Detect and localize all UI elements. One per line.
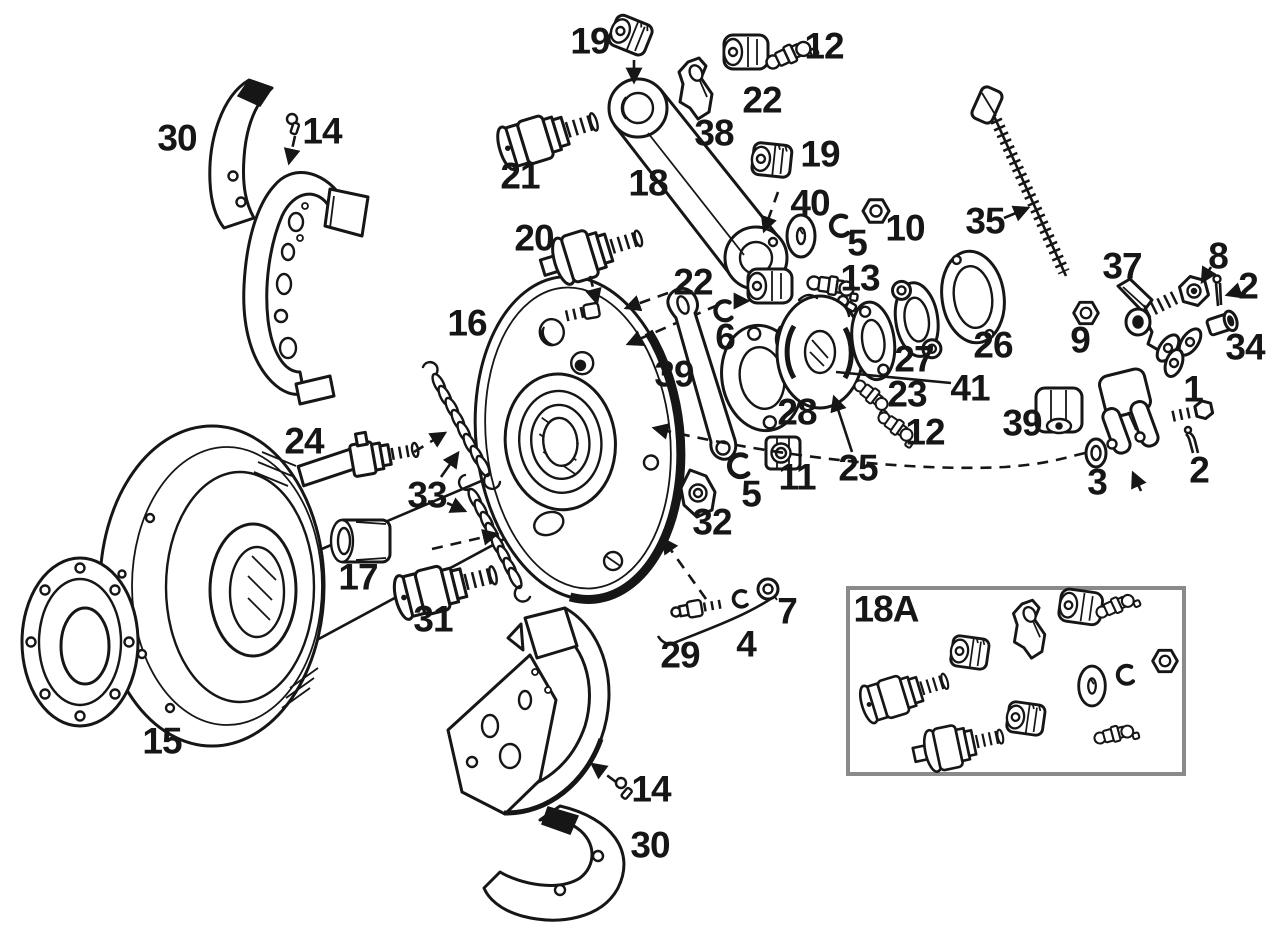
part-label-25: 25 [838, 447, 878, 489]
part-39-link [666, 286, 738, 461]
part-label-41: 41 [950, 367, 990, 409]
part-label-12-mid: 12 [905, 411, 945, 453]
part-15-brake-drum [20, 424, 546, 748]
part-label-13: 13 [840, 257, 880, 299]
part-label-22-mid: 22 [673, 261, 713, 303]
part-label-2-top: 2 [1238, 265, 1259, 307]
part-17-sleeve [329, 518, 392, 564]
part-16-backing-plate [470, 272, 686, 604]
arrow-fork [1131, 470, 1147, 492]
part-label-35: 35 [965, 200, 1005, 242]
part-label-18A: 18A [853, 588, 920, 630]
part-label-26: 26 [973, 324, 1013, 366]
leader-20 [585, 275, 602, 306]
leader-14-top [283, 135, 301, 166]
part-34-clevis-pin [1205, 309, 1239, 337]
part-label-30-bot: 30 [630, 824, 670, 866]
part-14-rivet-bottom [614, 776, 633, 800]
part-14-rivet-top [285, 112, 301, 136]
leader-41 [835, 370, 952, 385]
part-30-lining-lower [482, 804, 626, 922]
part-label-5-mid: 5 [741, 473, 762, 515]
part-35-adjusting-screw [970, 85, 1070, 277]
part-label-23: 23 [887, 373, 927, 415]
part-32-anchor-plate [679, 468, 717, 519]
part-fork-clevis [1098, 367, 1160, 455]
part-1-bolt [1171, 399, 1215, 422]
part-37-lever [1116, 277, 1203, 378]
part-label-40: 40 [790, 182, 830, 224]
part-label-14-top: 14 [302, 110, 342, 152]
part-label-38: 38 [694, 112, 734, 154]
part-label-7: 7 [777, 590, 798, 632]
part-7-nut [756, 577, 780, 601]
leader-14-bottom [589, 762, 617, 784]
part-label-30-top: 30 [157, 117, 197, 159]
arrow-33b [446, 497, 468, 513]
part-label-12-top: 12 [804, 25, 844, 67]
part-label-11: 11 [778, 456, 816, 498]
part-29-pin-group [656, 596, 773, 645]
part-label-32: 32 [692, 501, 732, 543]
part-label-14-bot: 14 [631, 768, 671, 810]
part-shoe-lower [446, 606, 611, 816]
leader-22-mid [623, 291, 669, 312]
part-label-19-mid: 19 [800, 133, 840, 175]
part-label-39-right: 39 [1002, 402, 1042, 444]
part-label-21: 21 [500, 155, 540, 197]
part-shoe-upper [242, 171, 370, 406]
part-26-retainer-ring [940, 249, 1006, 345]
leader-cable-route [651, 423, 1086, 470]
leader-39-plate [625, 303, 719, 347]
part-label-37: 37 [1102, 245, 1142, 287]
part-label-18: 18 [628, 162, 668, 204]
plate-anchor-bolt [564, 301, 601, 322]
part-label-22-top: 22 [742, 79, 782, 121]
part-label-5-top: 5 [847, 222, 868, 264]
part-label-16: 16 [447, 302, 487, 344]
part-label-39-left: 39 [654, 353, 694, 395]
part-label-10: 10 [885, 207, 925, 249]
part-2-cotter-pin-top [1212, 274, 1223, 307]
part-label-28: 28 [777, 391, 817, 433]
part-label-19-top: 19 [570, 20, 610, 62]
arrow-8 [1200, 265, 1217, 285]
part-30-lining-upper [208, 78, 274, 230]
part-3-washer [1084, 437, 1108, 469]
part-label-17: 17 [338, 556, 378, 598]
part-label-6: 6 [715, 316, 736, 358]
part-2-cotter-pin-bot [1183, 425, 1200, 454]
arrow-35 [1003, 205, 1031, 222]
arrow-33a [439, 450, 460, 478]
part-label-15: 15 [142, 720, 182, 762]
part-label-31: 31 [413, 598, 453, 640]
part-label-9: 9 [1070, 319, 1091, 361]
part-label-1: 1 [1183, 368, 1204, 410]
arrow-25 [830, 394, 854, 453]
part-label-20: 20 [514, 217, 554, 259]
part-27-gaskets [850, 279, 943, 382]
arrow-2-top [1224, 282, 1244, 299]
leader-24 [413, 431, 448, 454]
part-24-adjuster [296, 430, 420, 488]
leader-19-mid [760, 191, 780, 234]
part-label-29: 29 [660, 634, 700, 676]
part-label-8: 8 [1208, 235, 1229, 277]
part-label-24: 24 [284, 420, 324, 462]
part-label-33: 33 [407, 474, 447, 516]
leader-29-plate [661, 536, 708, 600]
inset-18a [846, 586, 1186, 776]
part-39-trunnion [1034, 386, 1084, 435]
part-label-2-bot: 2 [1189, 449, 1210, 491]
part-label-34: 34 [1225, 326, 1265, 368]
part-label-3: 3 [1087, 461, 1108, 503]
part-label-27: 27 [894, 338, 934, 380]
part-label-4: 4 [736, 623, 757, 665]
